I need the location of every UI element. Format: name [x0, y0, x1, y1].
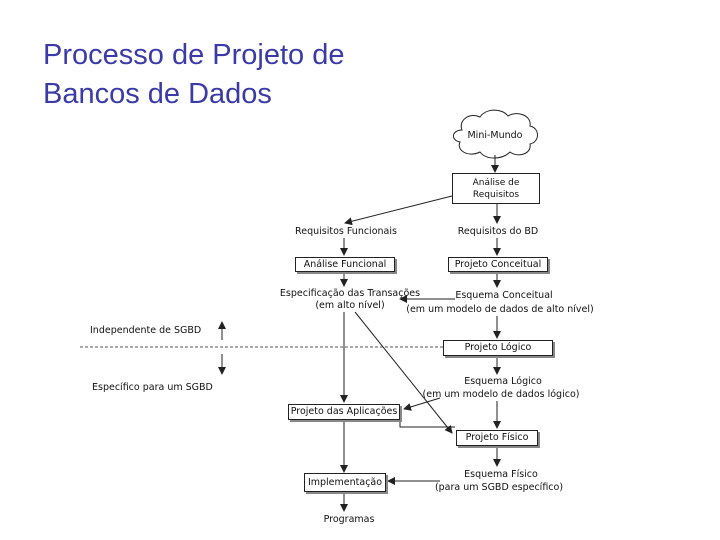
especifico-sgbd-label: Específico para um SGBD: [92, 382, 213, 393]
programas-label: Programas: [323, 514, 375, 525]
analise-requisitos-line-1: Análise de: [472, 177, 520, 188]
independente-sgbd-label: Independente de SGBD: [90, 325, 202, 336]
analise-requisitos-line-2: Requisitos: [472, 189, 520, 200]
esquema-logico-line-2: (em um modelo de dados lógico): [422, 389, 580, 400]
mini-mundo-label: Mini-Mundo: [467, 130, 523, 141]
esquema-fisico-line-2: (para um SGBD específico): [434, 482, 564, 493]
requisitos-funcionais-label: Requisitos Funcionais: [295, 226, 397, 237]
title-line-2: Bancos de Dados: [43, 78, 272, 110]
projeto-logico-box: Projeto Lógico: [443, 340, 553, 356]
esquema-conceitual-line-1: Esquema Conceitual: [455, 290, 553, 301]
especificacao-transacoes-line-1: Especificação das Transações: [279, 288, 421, 299]
especificacao-transacoes-line-2: (em alto nível): [315, 300, 385, 311]
implementacao-box: Implementação: [304, 473, 386, 492]
projeto-aplicacoes-box: Projeto das Aplicações: [288, 404, 400, 420]
esquema-fisico-line-1: Esquema Físico: [464, 469, 538, 480]
analise-funcional-box: Análise Funcional: [295, 257, 395, 272]
requisitos-bd-label: Requisitos do BD: [457, 226, 539, 237]
projeto-conceitual-box: Projeto Conceitual: [448, 257, 548, 272]
esquema-logico-line-1: Esquema Lógico: [464, 376, 542, 387]
slide-title: Processo de Projeto de Bancos de Dados: [43, 36, 443, 114]
projeto-fisico-box: Projeto Físico: [456, 430, 538, 446]
esquema-conceitual-line-2: (em um modelo de dados de alto nível): [406, 304, 594, 315]
mini-mundo-cloud: [453, 109, 538, 159]
analise-requisitos-box: Análise de Requisitos: [452, 173, 540, 204]
title-line-1: Processo de Projeto de: [43, 39, 345, 71]
